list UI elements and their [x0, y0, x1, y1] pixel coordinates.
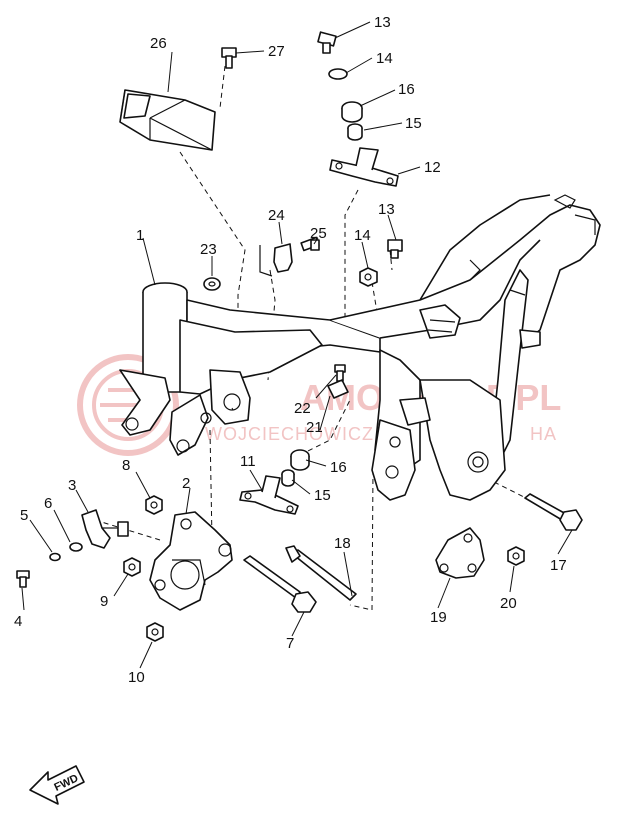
fwd-arrow-icon: FWD [29, 765, 85, 805]
part-13-bolt-right [387, 239, 403, 259]
part-14-nut-right [359, 267, 378, 287]
callout-6: 6 [44, 495, 52, 512]
callout-2: 2 [182, 475, 190, 492]
part-12-bracket [329, 147, 399, 187]
callout-22: 22 [294, 400, 311, 417]
callout-15-lower: 15 [314, 487, 331, 504]
part-23-grommet [203, 277, 221, 291]
callout-11: 11 [240, 453, 256, 470]
callouts: 26 27 13 14 16 15 12 13 14 24 25 23 1 22… [14, 14, 567, 686]
watermark-sub: WOJCIECHOWICZ [205, 424, 374, 444]
part-5-washer [49, 552, 61, 562]
callout-26: 26 [150, 35, 167, 52]
part-18-long-bolt [285, 545, 357, 601]
part-9-nut [123, 557, 141, 577]
callout-14-right: 14 [354, 227, 371, 244]
part-13-bolt-top [317, 31, 337, 54]
part-14-washer-top [328, 68, 348, 80]
part-8-nut [145, 495, 163, 515]
callout-18: 18 [334, 535, 351, 552]
part-22-bolt [334, 364, 346, 382]
part-19-bracket [435, 527, 485, 579]
part-11-bracket [239, 475, 299, 515]
callout-4: 4 [14, 613, 22, 630]
part-15-collar-top [347, 123, 363, 141]
part-16-damper-top [341, 101, 363, 123]
callout-10: 10 [128, 669, 145, 686]
callout-5: 5 [20, 507, 28, 524]
part-16-damper-lower [290, 449, 310, 471]
part-3-bracket [81, 509, 129, 549]
callout-17: 17 [550, 557, 567, 574]
callout-16-lower: 16 [330, 459, 347, 476]
callout-13-right: 13 [378, 201, 395, 218]
callout-13-top: 13 [374, 14, 391, 31]
callout-19: 19 [430, 609, 447, 626]
callout-15-top: 15 [405, 115, 422, 132]
part-21-clip [327, 379, 349, 399]
callout-9: 9 [100, 593, 108, 610]
part-20-nut [507, 546, 525, 566]
part-1-frame [119, 194, 601, 501]
part-6-washer [69, 542, 83, 552]
callout-20: 20 [500, 595, 517, 612]
callout-14-top: 14 [376, 50, 393, 67]
callout-8: 8 [122, 457, 130, 474]
callout-7: 7 [286, 635, 294, 652]
part-15-collar-lower [281, 469, 295, 487]
part-17-long-bolt [524, 493, 583, 531]
watermark-sub2: HA [530, 424, 557, 444]
part-27-bolt [221, 47, 237, 69]
part-26-cover [119, 89, 216, 151]
callout-21: 21 [306, 419, 323, 436]
leader-lines [21, 21, 573, 669]
part-4-bolt [16, 570, 30, 588]
callout-1: 1 [136, 227, 144, 244]
callout-24: 24 [268, 207, 285, 224]
callout-16-top: 16 [398, 81, 415, 98]
part-25-screw [300, 236, 320, 252]
callout-27: 27 [268, 43, 285, 60]
callout-25: 25 [310, 225, 327, 242]
part-7-long-bolt [243, 555, 317, 613]
callout-23: 23 [200, 241, 217, 258]
callout-3: 3 [68, 477, 76, 494]
callout-12: 12 [424, 159, 441, 176]
part-24-clamp [259, 243, 293, 277]
part-2-engine-bracket [149, 511, 233, 611]
part-10-nut [146, 622, 164, 642]
